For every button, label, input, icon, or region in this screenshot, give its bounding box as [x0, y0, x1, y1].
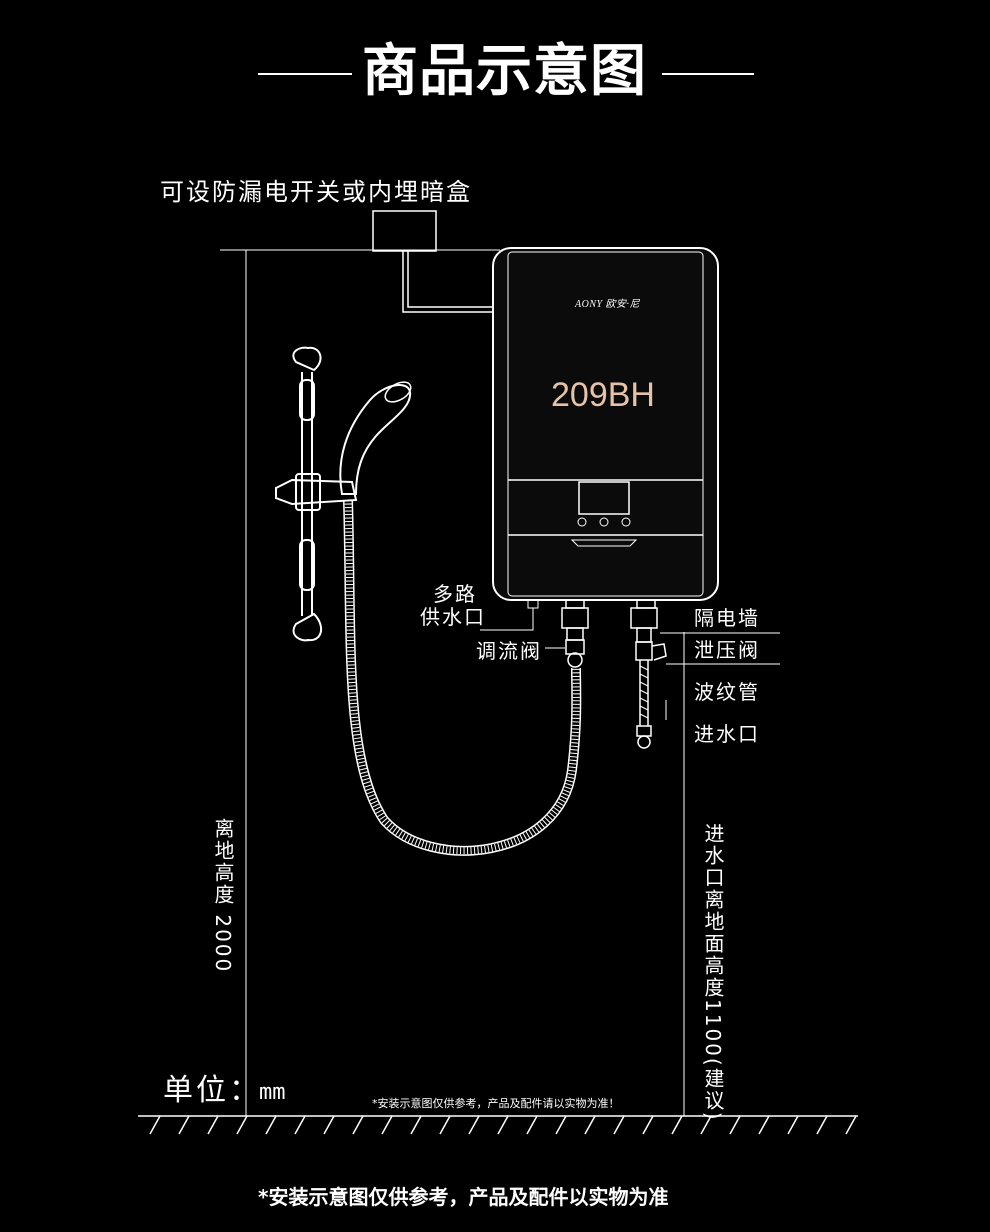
- bottom-disclaimer: *安装示意图仅供参考，产品及配件以实物为准: [258, 1185, 669, 1209]
- control-button: [621, 517, 631, 527]
- water-inlet-point: [637, 735, 651, 749]
- heater-body: [492, 247, 719, 601]
- hatch-mark: [236, 1115, 248, 1135]
- relief-valve-label: 泄压阀: [694, 638, 760, 662]
- unit-value: mm: [259, 1080, 286, 1105]
- hatch-mark: [410, 1115, 422, 1135]
- flow-valve-label: 调流阀: [476, 639, 542, 663]
- inlet-fitting: [630, 607, 658, 629]
- hatch-mark: [265, 1115, 277, 1135]
- junction-box: [372, 210, 437, 252]
- flow-valve: [565, 639, 585, 655]
- hatch-mark: [294, 1115, 306, 1135]
- hatch-mark: [178, 1115, 190, 1135]
- hatch-mark: [758, 1115, 770, 1135]
- heater-front-panel: [507, 251, 704, 597]
- hatch-mark: [729, 1115, 741, 1135]
- brand-logo: AONY 欧安·尼: [575, 299, 641, 310]
- hatch-mark: [149, 1115, 161, 1135]
- shower-head: [339, 384, 412, 495]
- control-button: [577, 517, 587, 527]
- hatch-mark: [642, 1115, 654, 1135]
- hatch-mark: [787, 1115, 799, 1135]
- relief-valve: [635, 641, 653, 661]
- heater-slot: [570, 539, 638, 547]
- hatch-mark: [207, 1115, 219, 1135]
- hatch-mark: [526, 1115, 538, 1135]
- hatch-mark: [497, 1115, 509, 1135]
- inlet-height-label: 进水口离地面高度1100(建议): [701, 823, 725, 1122]
- wall-label: 隔电墙: [694, 606, 760, 630]
- multi-supply-leader: [480, 608, 534, 631]
- control-button: [599, 517, 609, 527]
- leak-switch-label: 可设防漏电开关或内埋暗盒: [160, 178, 472, 206]
- hatch-mark: [613, 1115, 625, 1135]
- hatch-mark: [671, 1115, 683, 1135]
- small-disclaimer: *安装示意图仅供参考，产品及配件请以实物为准！: [372, 1097, 620, 1110]
- hatch-mark: [468, 1115, 480, 1135]
- slide-bar-top-cap: [292, 346, 322, 372]
- hatch-mark: [584, 1115, 596, 1135]
- hatch-mark: [555, 1115, 567, 1135]
- page-title: 商品示意图: [362, 39, 647, 104]
- display-screen: [578, 481, 630, 515]
- hatch-mark: [845, 1115, 857, 1135]
- hatch-mark: [352, 1115, 364, 1135]
- slide-bar-bottom-cap: [292, 612, 323, 642]
- ground-hatching: [149, 1115, 857, 1135]
- multi-supply-label-line2: 供水口: [420, 605, 486, 629]
- outlet-fitting: [561, 607, 589, 629]
- height-label: 离地高度 2000: [211, 818, 235, 974]
- multi-supply-label-line1: 多路: [433, 582, 477, 606]
- water-inlet-label: 进水口: [694, 722, 760, 746]
- hatch-mark: [816, 1115, 828, 1135]
- hatch-mark: [700, 1115, 712, 1135]
- hatch-mark: [381, 1115, 393, 1135]
- corrugated-hose-label: 波纹管: [694, 680, 760, 704]
- model-label: 209BH: [551, 376, 655, 414]
- hatch-mark: [439, 1115, 451, 1135]
- power-cable: [402, 251, 498, 313]
- unit-label: 单位：: [163, 1073, 262, 1108]
- shower-holder: [275, 478, 358, 506]
- hatch-mark: [323, 1115, 335, 1135]
